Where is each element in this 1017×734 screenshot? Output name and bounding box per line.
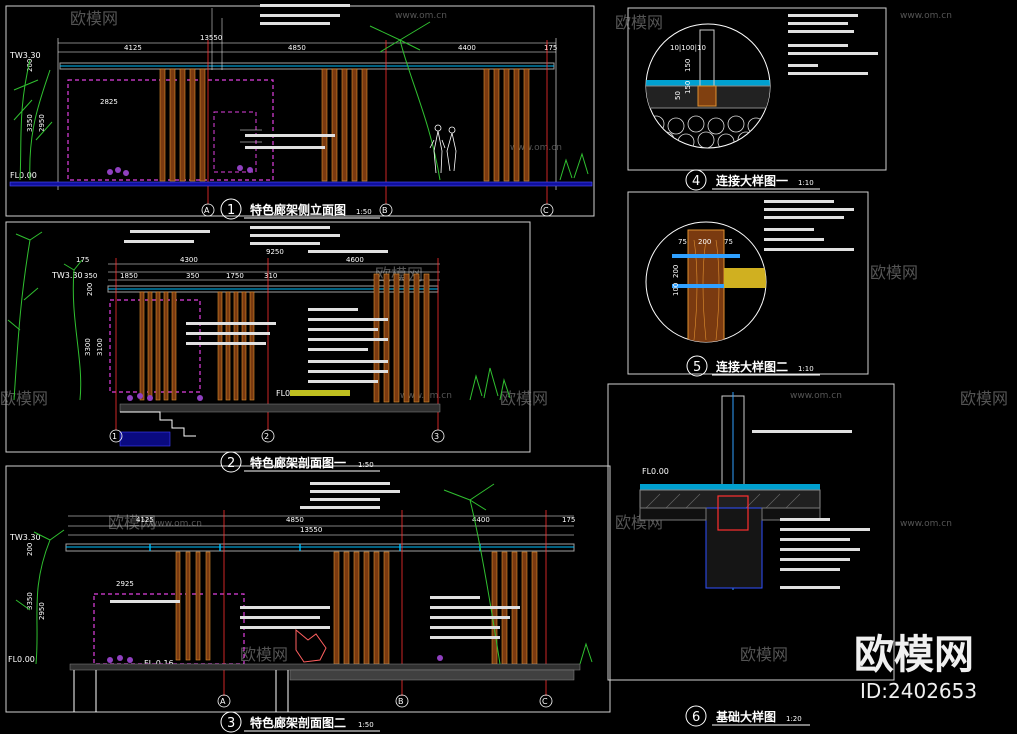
dim-3-1: 4850 — [286, 516, 304, 524]
level-fl6: FL0.00 — [642, 467, 669, 476]
level-tw2: TW3.30 — [51, 271, 83, 280]
dim-3-0: 4125 — [136, 516, 154, 524]
d4-v1: 150 — [684, 59, 692, 72]
watermark-brand: 欧模网 — [240, 645, 288, 664]
watermark-brand: 欧模网 — [870, 263, 918, 282]
dim-2a-2: 1850 — [120, 272, 138, 280]
title-6-num: 6 — [692, 710, 700, 725]
dim-3-v3: 2950 — [38, 602, 46, 620]
dim-2-total: 9250 — [266, 248, 284, 256]
watermark-url: www.om.cn — [900, 519, 952, 529]
d5-h2: 200 — [698, 238, 711, 246]
dim-3: 4400 — [458, 44, 476, 52]
watermark-url: www.om.cn — [900, 11, 952, 21]
watermark-brand: 欧模网 — [615, 13, 663, 32]
watermark-brand: 欧模网 — [740, 645, 788, 664]
title-3-scale: 1:50 — [358, 721, 374, 729]
title-1: 特色廊架侧立面图 — [250, 202, 346, 217]
dim-3-3: 175 — [562, 516, 575, 524]
title-6: 基础大样图 — [715, 709, 776, 724]
title-5-scale: 1:10 — [798, 365, 814, 373]
watermark-url: www.om.cn — [510, 143, 562, 153]
d4-v3: 50 — [674, 91, 682, 100]
title-2-num: 2 — [227, 456, 235, 471]
dim-2a-3: 350 — [186, 272, 199, 280]
dim-2a-0: 175 — [76, 256, 89, 264]
title-4-num: 4 — [692, 174, 700, 189]
d4-top: 10|100|10 — [670, 44, 706, 52]
watermark-url: www.om.cn — [150, 519, 202, 529]
watermark-brand: 欧模网 — [960, 389, 1008, 408]
level-tw3: TW3.30 — [9, 533, 41, 542]
title-3-num: 3 — [227, 716, 235, 731]
grid-2: 2 — [264, 432, 269, 441]
dim-2a-5: 310 — [264, 272, 277, 280]
d5-h3: 75 — [724, 238, 733, 246]
level-fl2: FL0.00 — [276, 389, 303, 398]
watermark-url: www.om.cn — [395, 11, 447, 21]
level-fl3b: FL-0.16 — [144, 659, 174, 668]
watermark-url: www.om.cn — [790, 391, 842, 401]
dim-1: 4125 — [124, 44, 142, 52]
grid-3: 3 — [434, 432, 439, 441]
dim-v2: 3350 — [26, 114, 34, 132]
watermark-brand: 欧模网 — [500, 389, 548, 408]
title-5: 连接大样图二 — [716, 359, 788, 374]
d4-v2: 150 — [684, 81, 692, 94]
dim-4: 175 — [544, 44, 557, 52]
section-2: 4125 4850 4400 175 13550 TW3.30 FL0.00 F… — [8, 482, 593, 733]
title-1-num: 1 — [227, 203, 235, 218]
title-2-scale: 1:50 — [358, 461, 374, 469]
d5-v2: 100 — [672, 283, 680, 296]
brand-id: ID:2402653 — [860, 679, 977, 703]
grid-1: 1 — [112, 432, 117, 441]
dim-3-v1: 200 — [26, 543, 34, 556]
dim-2b-1: 4600 — [346, 256, 364, 264]
dim-2-v2: 3300 — [84, 338, 92, 356]
dim-2b-0: 4300 — [180, 256, 198, 264]
title-2: 特色廊架剖面图一 — [250, 455, 346, 470]
dim-2a-1: 350 — [84, 272, 97, 280]
dim-3-s: 2925 — [116, 580, 134, 588]
dim-2-v3: 3100 — [96, 338, 104, 356]
level-fl3: FL0.00 — [8, 655, 35, 664]
dim-v1: 200 — [26, 59, 34, 72]
dim-2: 4850 — [288, 44, 306, 52]
dim-3-v2: 3350 — [26, 592, 34, 610]
level-tw: TW3.30 — [9, 51, 41, 60]
d5-h1: 75 — [678, 238, 687, 246]
section-1: 175 350 1850 350 1750 310 4300 4600 9250… — [7, 226, 511, 473]
dim-2-v1: 200 — [86, 283, 94, 296]
title-5-num: 5 — [693, 360, 701, 375]
grid-a: A — [204, 206, 210, 215]
level-fl: FL0.00 — [10, 171, 37, 180]
detail-2: 75 200 75 200 100 5 连接大样图二 1:10 — [645, 200, 854, 377]
dim-3-2: 4400 — [472, 516, 490, 524]
brand-logo: 欧模网 — [854, 632, 974, 678]
grid-3-b: B — [398, 697, 404, 706]
title-1-scale: 1:50 — [356, 208, 372, 216]
title-3: 特色廊架剖面图二 — [250, 715, 346, 730]
watermark-brand: 欧模网 — [70, 9, 118, 28]
elevation-1: 13550 4125 4850 4400 175 TW3.30 FL0.00 2… — [9, 4, 593, 220]
grid-3-a: A — [220, 697, 226, 706]
watermark-brand: 欧模网 — [108, 513, 156, 532]
watermark-brand: 欧模网 — [0, 389, 48, 408]
dim-2a-4: 1750 — [226, 272, 244, 280]
detail-1: 10|100|10 150 150 50 4 连接大样图一 1:10 — [645, 14, 878, 191]
detail-3: FL0.00 6 基础大样图 1:20 — [639, 392, 870, 727]
grid-c: C — [543, 206, 549, 215]
grid-b: B — [382, 206, 388, 215]
dim-3-total: 13550 — [300, 526, 322, 534]
dim-sub: 2825 — [100, 98, 118, 106]
title-4: 连接大样图一 — [716, 173, 788, 188]
d5-v1: 200 — [672, 265, 680, 278]
title-4-scale: 1:10 — [798, 179, 814, 187]
title-6-scale: 1:20 — [786, 715, 802, 723]
dim-total: 13550 — [200, 34, 222, 42]
grid-3-c: C — [542, 697, 548, 706]
dim-v3: 2950 — [38, 114, 46, 132]
